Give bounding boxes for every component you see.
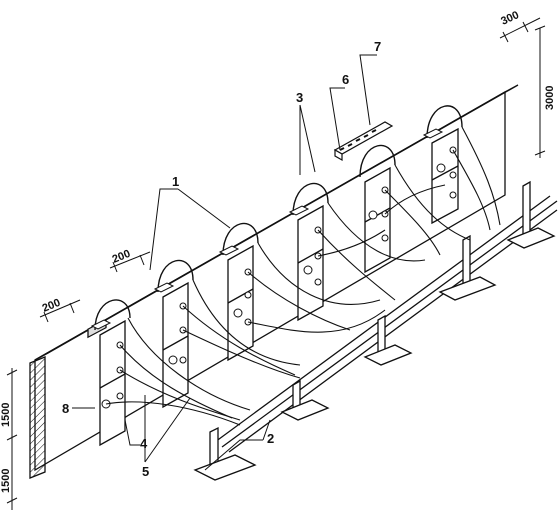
panel-5 — [364, 166, 391, 274]
insulator-block — [333, 121, 394, 162]
dim-1500-lower: 1500 — [0, 403, 12, 427]
callout-3: 3 — [296, 90, 303, 105]
cables — [105, 126, 501, 426]
dim-3000: 3000 — [544, 86, 556, 110]
panel-4 — [297, 204, 324, 322]
dim-1500-upper: 1500 — [0, 469, 12, 493]
callout-labels: 1 2 3 4 5 6 7 8 — [62, 39, 381, 479]
dimension-lines — [6, 17, 546, 510]
dim-300: 300 — [499, 9, 521, 28]
support-stands — [193, 180, 556, 481]
electrode-panels — [87, 127, 459, 447]
callout-8: 8 — [62, 401, 69, 416]
stand-1 — [193, 426, 257, 481]
stand-2 — [280, 379, 330, 421]
panel-1 — [87, 318, 126, 447]
stand-5 — [506, 180, 556, 249]
dim-200-left: 200 — [41, 297, 63, 315]
stand-4 — [438, 234, 497, 301]
stand-3 — [363, 314, 413, 366]
top-clamps — [94, 105, 463, 331]
callout-4: 4 — [140, 436, 148, 451]
callout-7: 7 — [374, 39, 381, 54]
callout-2: 2 — [267, 431, 274, 446]
callout-6: 6 — [342, 72, 349, 87]
panel-2 — [162, 281, 189, 409]
leader-lines — [72, 54, 377, 471]
top-plates — [90, 128, 444, 330]
callout-5: 5 — [142, 464, 149, 479]
dim-200-mid: 200 — [111, 248, 133, 266]
wall-section-hatch — [29, 356, 46, 479]
callout-1: 1 — [172, 174, 179, 189]
